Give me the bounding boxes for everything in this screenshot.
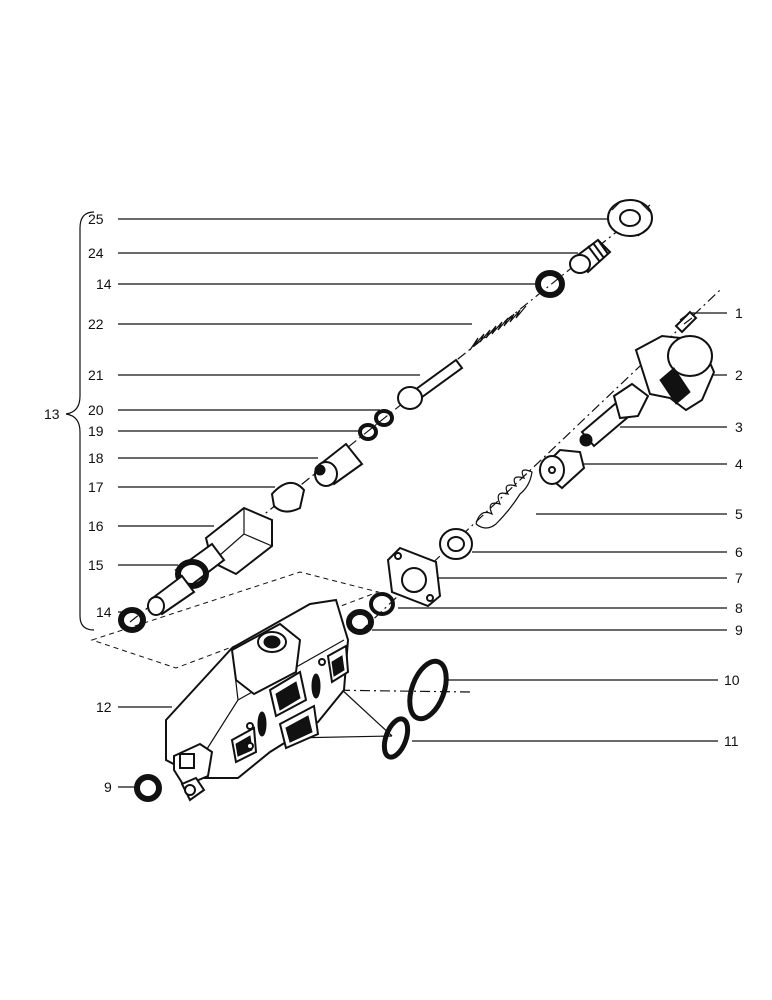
callout-3: 3 bbox=[735, 419, 743, 435]
callout-22: 22 bbox=[88, 316, 104, 332]
callout-4: 4 bbox=[735, 456, 743, 472]
reference-plane-outline bbox=[90, 571, 380, 669]
part-21-pin bbox=[397, 358, 464, 410]
part-15-stem bbox=[147, 542, 226, 616]
callout-25: 25 bbox=[88, 211, 104, 227]
part-10-oring bbox=[407, 658, 449, 722]
callout-8: 8 bbox=[735, 600, 743, 616]
part-22-spring bbox=[469, 305, 527, 351]
part-7-flange bbox=[386, 546, 442, 608]
callout-20: 20 bbox=[88, 402, 104, 418]
assembly-center-lines bbox=[129, 204, 721, 739]
part-17-ball bbox=[270, 482, 306, 513]
part-11-oring bbox=[381, 716, 411, 760]
callout-5: 5 bbox=[735, 506, 743, 522]
callout-1: 1 bbox=[735, 305, 743, 321]
callout-10: 10 bbox=[724, 672, 740, 688]
part-6-seat bbox=[439, 528, 473, 560]
leader-lines-right bbox=[372, 312, 727, 742]
callout-14: 14 bbox=[96, 604, 112, 620]
callout-15: 15 bbox=[88, 557, 104, 573]
part-14-lower-washer bbox=[118, 607, 146, 633]
callout-9: 9 bbox=[104, 779, 112, 795]
part-18-sleeve bbox=[314, 442, 364, 487]
part-4-cap bbox=[538, 448, 586, 490]
part-20-oring bbox=[374, 409, 394, 427]
part-9-upper-oring bbox=[346, 609, 374, 635]
callout-9: 9 bbox=[735, 622, 743, 638]
part-8-washer bbox=[369, 592, 395, 616]
callout-labels: 25 24 14 22 21 20 19 18 17 16 15 14 13 1… bbox=[44, 211, 743, 795]
part-25-nut bbox=[607, 199, 653, 237]
part-5-spring bbox=[475, 469, 533, 529]
callout-12: 12 bbox=[96, 699, 112, 715]
callout-16: 16 bbox=[88, 518, 104, 534]
callout-21: 21 bbox=[88, 367, 104, 383]
part-14-upper-washer bbox=[535, 270, 565, 298]
assembly-bracket-13 bbox=[65, 211, 95, 631]
part-3-valve-stem bbox=[579, 382, 650, 448]
part-19-oring bbox=[358, 423, 378, 441]
callout-11: 11 bbox=[724, 733, 739, 749]
callout-6: 6 bbox=[735, 544, 743, 560]
callout-13: 13 bbox=[44, 406, 60, 422]
part-9-lower-oring bbox=[134, 774, 162, 802]
callout-2: 2 bbox=[735, 367, 743, 383]
part-24-adjuster bbox=[569, 238, 612, 274]
part-2-cover bbox=[634, 334, 716, 412]
part-1-screw bbox=[674, 310, 698, 334]
part-12-valve-body bbox=[165, 598, 350, 802]
callout-18: 18 bbox=[88, 450, 104, 466]
callout-17: 17 bbox=[88, 479, 104, 495]
callout-14: 14 bbox=[96, 276, 112, 292]
callout-19: 19 bbox=[88, 423, 104, 439]
callout-7: 7 bbox=[735, 570, 743, 586]
callout-24: 24 bbox=[88, 245, 104, 261]
